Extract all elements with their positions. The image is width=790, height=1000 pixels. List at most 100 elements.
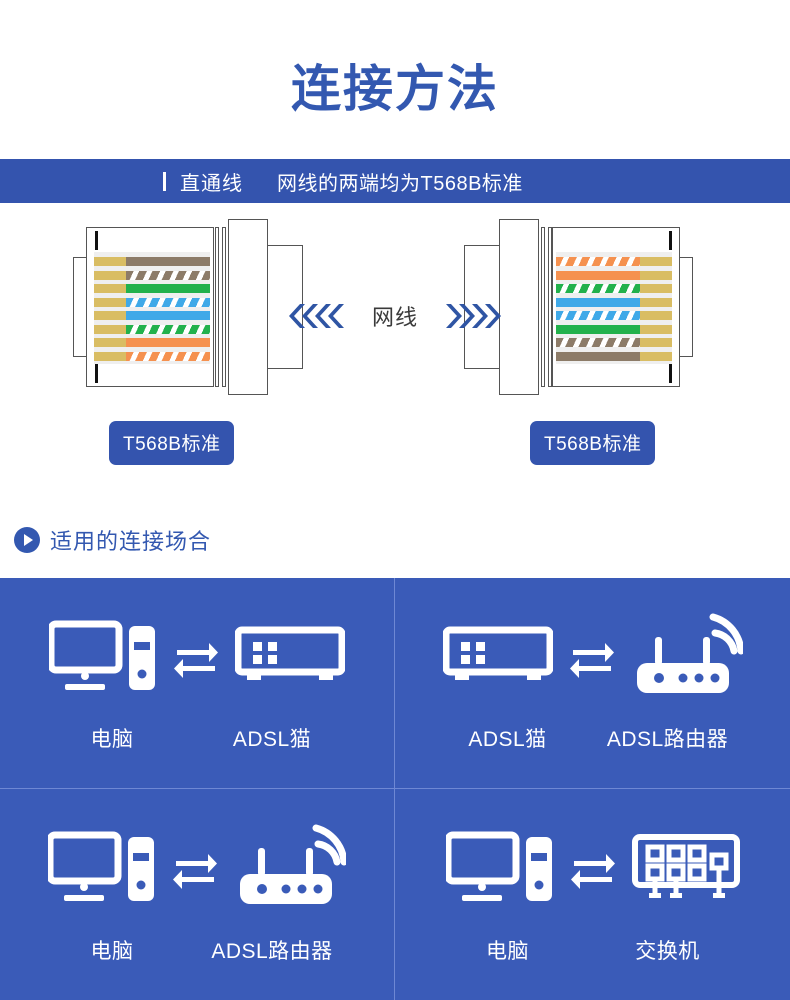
wire-conductor [556, 284, 640, 293]
page-title: 连接方法 [291, 61, 499, 117]
scenario-right-label: ADSL路由器 [211, 939, 333, 963]
router-icon [234, 822, 348, 919]
scenario-right-label: ADSL猫 [232, 728, 312, 751]
swap-icon [569, 635, 615, 684]
scenario-left-label: ADSL猫 [468, 728, 547, 751]
wire-pin [94, 338, 128, 347]
scenario-labels: 电脑 交换机 [433, 935, 753, 965]
wire-green [556, 324, 672, 334]
wire-orange [94, 338, 210, 347]
scenario-icons [442, 611, 744, 708]
wire-conductor [556, 257, 640, 266]
wire-conductor [126, 284, 210, 293]
wire-pin [94, 324, 128, 334]
right-standard-badge: T568B标准 [530, 421, 656, 465]
wire-pin [94, 284, 128, 293]
standard-banner: 直通线 网线的两端均为T568B标准 [0, 159, 790, 203]
cable-link-indicator: 网线 [0, 300, 790, 332]
right-connector-bar-1 [541, 227, 545, 387]
left-connector-wire-field [94, 252, 210, 364]
wire-conductor [126, 257, 210, 266]
wire-orange [556, 270, 672, 280]
wire-brown [556, 351, 672, 361]
scenario-icons [47, 613, 346, 705]
wire-white-brown [94, 270, 210, 280]
wire-conductor [126, 324, 210, 334]
wire-conductor [556, 297, 640, 307]
scenarios-section-title: 适用的连接场合 [50, 529, 212, 554]
left-standard-badge: T568B标准 [109, 421, 235, 465]
scenario-left-label: 电脑 [90, 939, 134, 963]
scenario-left-label: 电脑 [90, 728, 134, 751]
chevrons-right-icon [442, 303, 504, 329]
modem-icon [234, 626, 346, 693]
wire-pin [638, 311, 672, 320]
wire-white-brown [556, 338, 672, 347]
left-connector-bar-2 [222, 227, 226, 387]
swap-icon [172, 846, 218, 895]
left-connector-latch-top [95, 231, 98, 250]
wire-pin [638, 270, 672, 280]
wire-pin [94, 311, 128, 320]
scenario-left-label: 电脑 [486, 939, 529, 963]
wire-pin [638, 338, 672, 347]
wire-pin [94, 297, 128, 307]
wire-conductor [556, 270, 640, 280]
wire-brown [94, 257, 210, 266]
scenario-right-label: 交换机 [635, 939, 700, 963]
scenario-labels: 电脑 ADSL猫 [37, 723, 357, 753]
scenario-cell: 电脑 交换机 [395, 789, 790, 1000]
left-connector-latch-bottom [95, 364, 98, 383]
right-connector-latch-top [669, 231, 672, 250]
wire-conductor [126, 270, 210, 280]
wire-white-green [556, 284, 672, 293]
scenario-cell: 电脑 ADSL猫 [0, 578, 395, 789]
wire-conductor [126, 338, 210, 347]
wire-conductor [126, 351, 210, 361]
wire-pin [638, 284, 672, 293]
wire-white-orange [94, 351, 210, 361]
scenario-cell: ADSL猫 ADSL路由器 [395, 578, 790, 789]
left-connector-bar-1 [215, 227, 219, 387]
play-icon [14, 527, 40, 553]
scenario-right-label: ADSL路由器 [606, 728, 729, 751]
connector-diagram [0, 215, 790, 475]
scenario-grid: 电脑 ADSL猫 ADSL猫 ADSL路由器 [0, 578, 790, 1000]
left-connector-boot-inner [267, 245, 303, 369]
left-connector [62, 219, 303, 395]
router-icon [631, 611, 744, 708]
computer-icon [47, 620, 157, 699]
wire-conductor [556, 324, 640, 334]
wire-pin [94, 257, 128, 266]
wire-pin [638, 351, 672, 361]
computer-icon [444, 831, 554, 910]
wire-conductor [126, 311, 210, 320]
wire-white-blue [94, 297, 210, 307]
scenario-labels: ADSL猫 ADSL路由器 [433, 723, 753, 753]
wire-pin [94, 270, 128, 280]
scenario-icons [46, 822, 348, 919]
right-connector [464, 219, 704, 395]
banner-description: 网线的两端均为T568B标准 [277, 172, 523, 195]
swap-icon [570, 846, 616, 895]
wire-pin [94, 351, 128, 361]
swap-icon [173, 635, 219, 684]
wire-pin [638, 324, 672, 334]
wire-pin [638, 257, 672, 266]
wire-pin [638, 297, 672, 307]
wire-white-green [94, 324, 210, 334]
banner-tick-icon [163, 171, 166, 191]
wire-blue [94, 311, 210, 320]
modem-icon [442, 626, 553, 693]
right-connector-bar-2 [548, 227, 552, 387]
wire-green [94, 284, 210, 293]
banner-cable-kind: 直通线 [180, 172, 243, 195]
scenarios-section-header: 适用的连接场合 [14, 524, 211, 556]
right-connector-latch-bottom [669, 364, 672, 383]
scenario-cell: 电脑 ADSL路由器 [0, 789, 395, 1000]
wire-white-blue [556, 311, 672, 320]
scenario-labels: 电脑 ADSL路由器 [37, 935, 357, 965]
wire-conductor [126, 297, 210, 307]
wire-conductor [556, 311, 640, 320]
